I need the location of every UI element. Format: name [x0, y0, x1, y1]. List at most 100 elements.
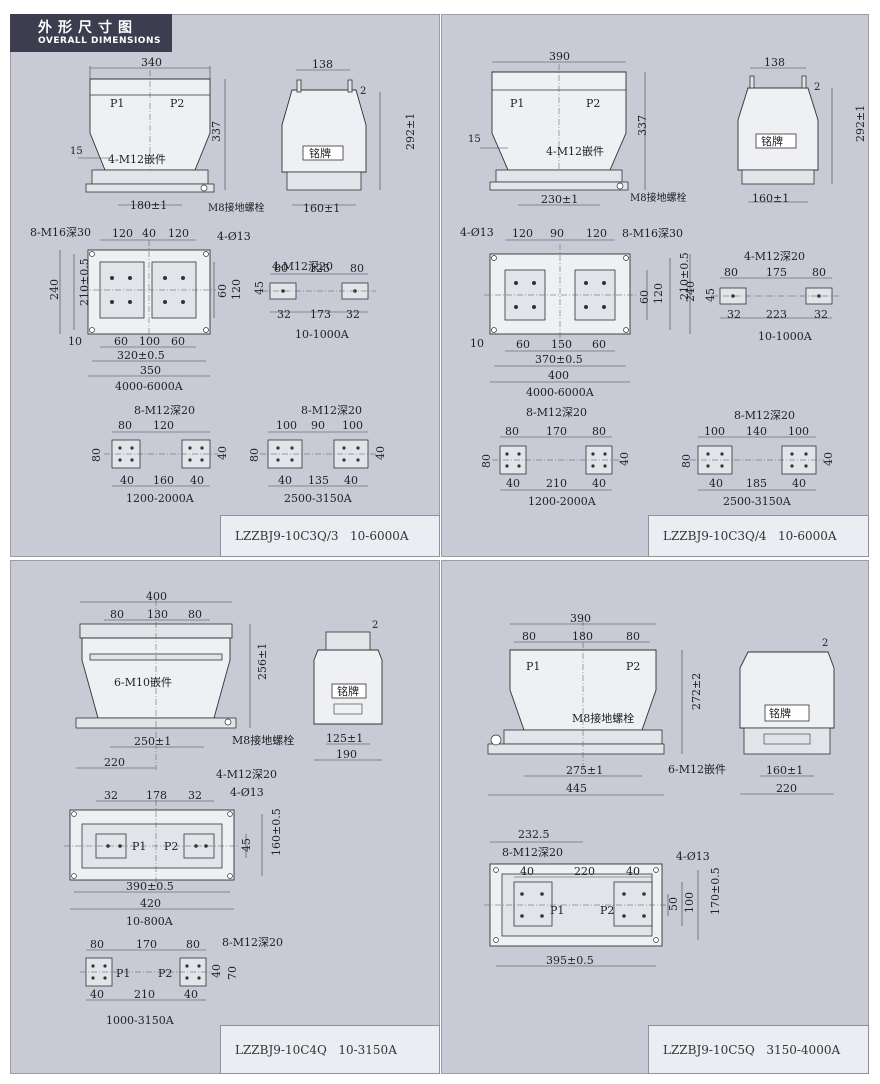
- q2-top-d90: 90: [550, 227, 564, 240]
- q1-ground-bolt-icon: [200, 184, 208, 192]
- q1-side-width: 138: [312, 58, 333, 71]
- q4-front-width: 390: [570, 612, 591, 625]
- q3-bus-d170: 170: [136, 938, 157, 951]
- q2-bus-b-range: 2500-3150A: [723, 495, 792, 508]
- q4-side-d2: 2: [822, 638, 828, 649]
- q1-front-insert: 4-M12嵌件: [108, 153, 166, 166]
- q1-front-p1: P1: [110, 97, 124, 110]
- q1-bus-b-d100b: 100: [342, 419, 363, 432]
- q3-top-range: 10-800A: [126, 915, 174, 928]
- q2-nameplate: [755, 133, 797, 149]
- q2-front-width: 390: [549, 50, 570, 63]
- q2-bus-a-d80h: 80: [480, 454, 493, 468]
- q3-bus-d80b: 80: [186, 938, 200, 951]
- q1-front-width: 340: [141, 56, 162, 69]
- q2-front-p2: P2: [586, 97, 600, 110]
- q1-bus-a-d80: 80: [118, 419, 132, 432]
- q3-top-p2: P2: [164, 840, 178, 853]
- header-title-cn: 外形尺寸图: [38, 20, 138, 36]
- q1-top-d40: 40: [142, 227, 156, 240]
- q1-front-view: 340 337 P1 P2 15 4-M12嵌件 180±1 M8接地螺栓: [70, 56, 265, 214]
- q2-bus-b: 8-M12深20 100 140 100 80 40 185 40 40 250…: [680, 409, 835, 508]
- q2-small-d32b: 32: [814, 308, 828, 321]
- q4-nameplate: [764, 704, 810, 722]
- q4-top-d40b: 40: [626, 865, 640, 878]
- q2-top-d370: 370±0.5: [535, 353, 583, 366]
- q2-top-d10: 10: [470, 337, 484, 350]
- q4-top-d220: 220: [574, 865, 595, 878]
- q3-side-d190: 190: [336, 748, 357, 761]
- q2-top-b60a: 60: [516, 338, 530, 351]
- q2-small-tap: 4-M12深20: [744, 250, 805, 263]
- q1-bus-b-d40v: 40: [374, 446, 387, 460]
- q1-top-d210: 210±0.5: [78, 258, 91, 306]
- q2-top-range: 4000-6000A: [526, 386, 595, 399]
- q2-small-range: 10-1000A: [758, 330, 813, 343]
- q1-top-range: 4000-6000A: [115, 380, 184, 393]
- q3-front-width: 400: [146, 590, 167, 603]
- q3-front-d130: 130: [147, 608, 168, 621]
- q2-front-d230: 230±1: [541, 193, 578, 206]
- q3-ground-bolt-icon: [224, 718, 232, 726]
- q2-small-d80: 80: [724, 266, 738, 279]
- q1-small-d80b: 80: [350, 262, 364, 275]
- q3-top-d160: 160±0.5: [270, 808, 283, 856]
- q2-bus-b-d100: 100: [704, 425, 725, 438]
- q1-front-d180: 180±1: [130, 199, 167, 212]
- q4-front-d445: 445: [566, 782, 587, 795]
- q4-terminal-icon: [490, 734, 502, 746]
- q1-small-d125: 125: [309, 262, 330, 275]
- q2-bus-b-d40b: 40: [792, 477, 806, 490]
- q4-front-p2: P2: [626, 660, 640, 673]
- q2-small-terminal: 4-M12深20 80 175 80 45 32 223 32 10-1000A: [704, 250, 840, 343]
- q3-front-height: 256±1: [256, 643, 269, 680]
- q2-side-view: 138 2 292±1 铭牌 160±1: [737, 56, 867, 205]
- q4-top-tap: 8-M12深20: [502, 846, 563, 859]
- q3-top-d32a: 32: [104, 789, 118, 802]
- q2-small-d80b: 80: [812, 266, 826, 279]
- q1-top-d120c: 120: [230, 279, 243, 300]
- q3-bus-d40v: 40: [210, 964, 223, 978]
- q3-top-d390: 390±0.5: [126, 880, 174, 893]
- q4-top-d232: 232.5: [518, 828, 550, 841]
- q3-front-view: 400 80 130 80 256±1 6-M10嵌件 250±1 M8接地螺栓…: [75, 590, 294, 770]
- q4-front-view: 390 80 180 80 P1 P2 272±2 M8接地螺栓 275±1 6…: [487, 612, 726, 796]
- model-label-c4q: LZZBJ9-10C4Q 10-3150A: [220, 1025, 440, 1074]
- q3-front-d250: 250±1: [134, 735, 171, 748]
- q2-front-ground: M8接地螺栓: [630, 191, 687, 204]
- q3-top-d420: 420: [140, 897, 161, 910]
- q2-bus-b-d100b: 100: [788, 425, 809, 438]
- q1-side-height: 292±1: [404, 113, 417, 150]
- q2-side-d2: 2: [814, 82, 820, 93]
- q1-top-d320: 320±0.5: [117, 349, 165, 362]
- q3-bus-tap: 8-M12深20: [222, 936, 283, 949]
- q1-top-tap: 8-M16深30: [30, 226, 91, 239]
- q1-bus-b: 8-M12深20 100 90 100 80 40 135 40 40 2500…: [248, 404, 387, 505]
- q2-bus-b-d40a: 40: [709, 477, 723, 490]
- q2-bus-b-d80h: 80: [680, 454, 693, 468]
- q2-top-d400: 400: [548, 369, 569, 382]
- q2-bus-a-range: 1200-2000A: [528, 495, 597, 508]
- q2-side-d160: 160±1: [752, 192, 789, 205]
- q4-side-d220: 220: [776, 782, 797, 795]
- q3-nameplate: [331, 683, 367, 699]
- q2-bus-a: 8-M12深20 80 170 80 80 40 210 40 40 1200-…: [480, 406, 631, 508]
- q4-top-d170: 170±0.5: [709, 867, 722, 915]
- q1-top-d350: 350: [140, 364, 161, 377]
- q2-top-tap: 8-M16深30: [622, 227, 683, 240]
- q4-top-d40a: 40: [520, 865, 534, 878]
- q1-bus-a-tap: 8-M12深20: [134, 404, 195, 417]
- q1-small-d32a: 32: [277, 308, 291, 321]
- q1-small-d32b: 32: [346, 308, 360, 321]
- q1-side-view: 138 2 292±1 铭牌 160±1: [281, 58, 417, 215]
- q1-bus-b-d40b: 40: [344, 474, 358, 487]
- q4-top-d395: 395±0.5: [546, 954, 594, 967]
- q3-front-ground: M8接地螺栓: [232, 733, 294, 747]
- q2-top-d210: 210±0.5: [678, 252, 691, 300]
- q3-bus-d70: 70: [226, 966, 239, 980]
- q2-front-insert: 4-M12嵌件: [546, 145, 604, 158]
- q1-small-terminal: 4-M12深20 80 125 80 45 32 173 32 10-1000A: [253, 260, 376, 341]
- q4-top-d100: 100: [683, 892, 696, 913]
- q1-top-hole: 4-Ø13: [217, 230, 251, 243]
